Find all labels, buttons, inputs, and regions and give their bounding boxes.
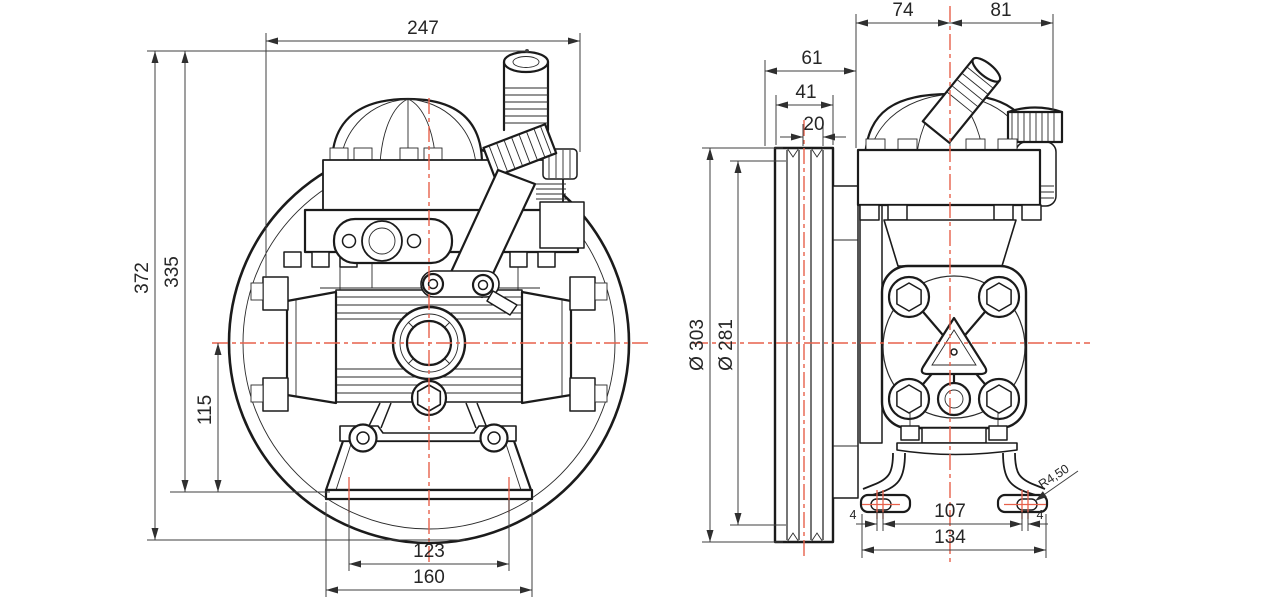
- dim-20-label: 20: [803, 114, 824, 135]
- dim-81-label: 81: [990, 0, 1011, 21]
- foot-bracket-front: [339, 402, 517, 453]
- dim-r450-label: R4,50: [1036, 462, 1072, 492]
- discharge-fitting: [536, 148, 585, 249]
- dim-dia281-label: Ø 281: [716, 319, 737, 371]
- dim-41-label: 41: [795, 82, 816, 103]
- dim-115-label: 115: [195, 395, 216, 425]
- dim-115: 115: [195, 343, 222, 492]
- dim-41: 41: [775, 82, 834, 145]
- suction-tube-assembly: [420, 50, 558, 316]
- dim-247-label: 247: [407, 18, 439, 39]
- dim-107: 107: [876, 501, 1029, 531]
- crankcase-side: [859, 204, 883, 444]
- dim-107-label: 107: [934, 501, 966, 522]
- dim-74-label: 74: [892, 0, 914, 21]
- dim-335: 335: [162, 51, 330, 493]
- suction-elbow-side: [921, 56, 1002, 144]
- dim-123: 123: [348, 500, 510, 571]
- dim-4-left: 4: [850, 508, 877, 528]
- dim-74-81: 74 81: [855, 0, 1054, 148]
- dim-dia-281: Ø 281: [716, 160, 786, 526]
- mounting-bracket-side: [859, 412, 1049, 514]
- dimensions-front: 247 372 335 115 123 160: [132, 18, 581, 597]
- dim-61: 61: [764, 48, 856, 146]
- dim-247: 247: [265, 18, 581, 278]
- pulley-side: [773, 146, 859, 544]
- dim-372: 372: [132, 51, 465, 541]
- dim-123-label: 123: [413, 541, 445, 562]
- dim-372-label: 372: [132, 262, 153, 294]
- dim-160: 160: [325, 502, 533, 597]
- dim-dia303-label: Ø 303: [687, 319, 708, 371]
- dim-dia-303: Ø 303: [687, 147, 783, 543]
- diaphragm-cover-side: [880, 264, 1028, 430]
- dim-4-left-label: 4: [850, 508, 857, 522]
- centerlines: [212, 6, 1090, 562]
- diaphragm-cover-right: [520, 276, 608, 412]
- diaphragm-cover-left: [250, 276, 338, 412]
- dim-20: 20: [780, 114, 846, 146]
- dim-335-label: 335: [162, 256, 183, 288]
- dim-4-right: 4: [1028, 508, 1048, 528]
- dim-61-label: 61: [801, 48, 822, 69]
- dimensions-side: 74 81 61 41 20 Ø 303: [687, 0, 1079, 558]
- dim-4-right-label: 4: [1037, 508, 1044, 522]
- dim-134: 134: [861, 514, 1047, 558]
- side-view: [773, 56, 1064, 544]
- dim-160-label: 160: [413, 567, 445, 588]
- suction-flange: [332, 217, 454, 265]
- warning-triangle: [920, 316, 988, 376]
- hose-collar: [482, 123, 558, 178]
- dim-134-label: 134: [934, 527, 966, 548]
